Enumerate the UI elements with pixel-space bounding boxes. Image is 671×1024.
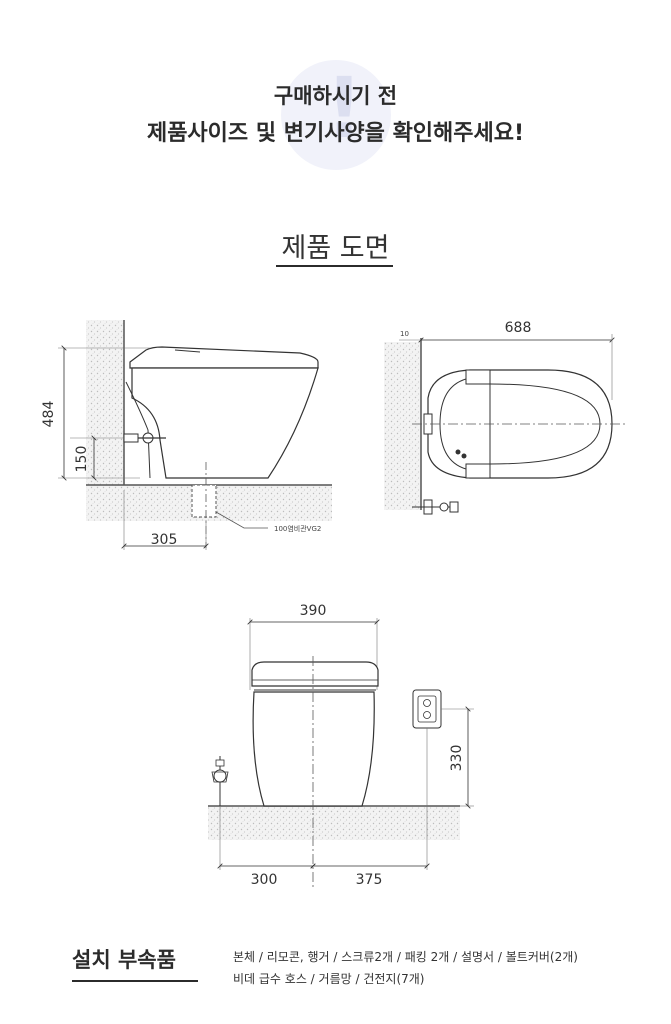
top-gap-label: 10 (400, 330, 409, 338)
top-view: 688 10 (384, 320, 628, 515)
front-body (252, 691, 375, 807)
accessories-title-underline (72, 980, 198, 982)
headline-line-2: 제품사이즈 및 변기사양을 확인해주세요! (146, 121, 525, 146)
side-height-label: 484 (41, 401, 57, 428)
front-width-label: 390 (300, 603, 327, 619)
seat-lid (129, 346, 319, 369)
side-wall (86, 320, 124, 485)
front-floor (208, 806, 460, 840)
side-view: 484 150 305 100염비관VG2 (41, 320, 332, 550)
front-left-offset-label: 300 (251, 872, 278, 888)
accessories-list-line-1: 본체 / 리모콘, 행거 / 스크류2개 / 패킹 2개 / 설명서 / 볼트커… (233, 950, 578, 964)
drain-pipe-label: 100염비관VG2 (274, 524, 321, 533)
drain-pipe (191, 484, 217, 518)
top-wall (384, 342, 421, 510)
bowl-side (131, 367, 319, 479)
outlet-height-label: 330 (449, 745, 465, 772)
front-view: 390 330 300 375 (208, 603, 474, 890)
section-title: 제품 도면 (281, 233, 390, 264)
side-drain-distance-label: 305 (151, 532, 178, 548)
notice-badge (281, 60, 391, 170)
top-length-label: 688 (505, 320, 532, 336)
side-inlet-height-label: 150 (74, 446, 90, 473)
headline-line-1: 구매하시기 전 (273, 84, 398, 108)
front-right-offset-label: 375 (356, 872, 383, 888)
accessories-list-line-2: 비데 급수 호스 / 거름망 / 건전지(7개) (233, 972, 425, 986)
front-lid (251, 661, 379, 687)
accessories-title: 설치 부속품 (72, 948, 176, 972)
section-title-underline (276, 265, 393, 267)
